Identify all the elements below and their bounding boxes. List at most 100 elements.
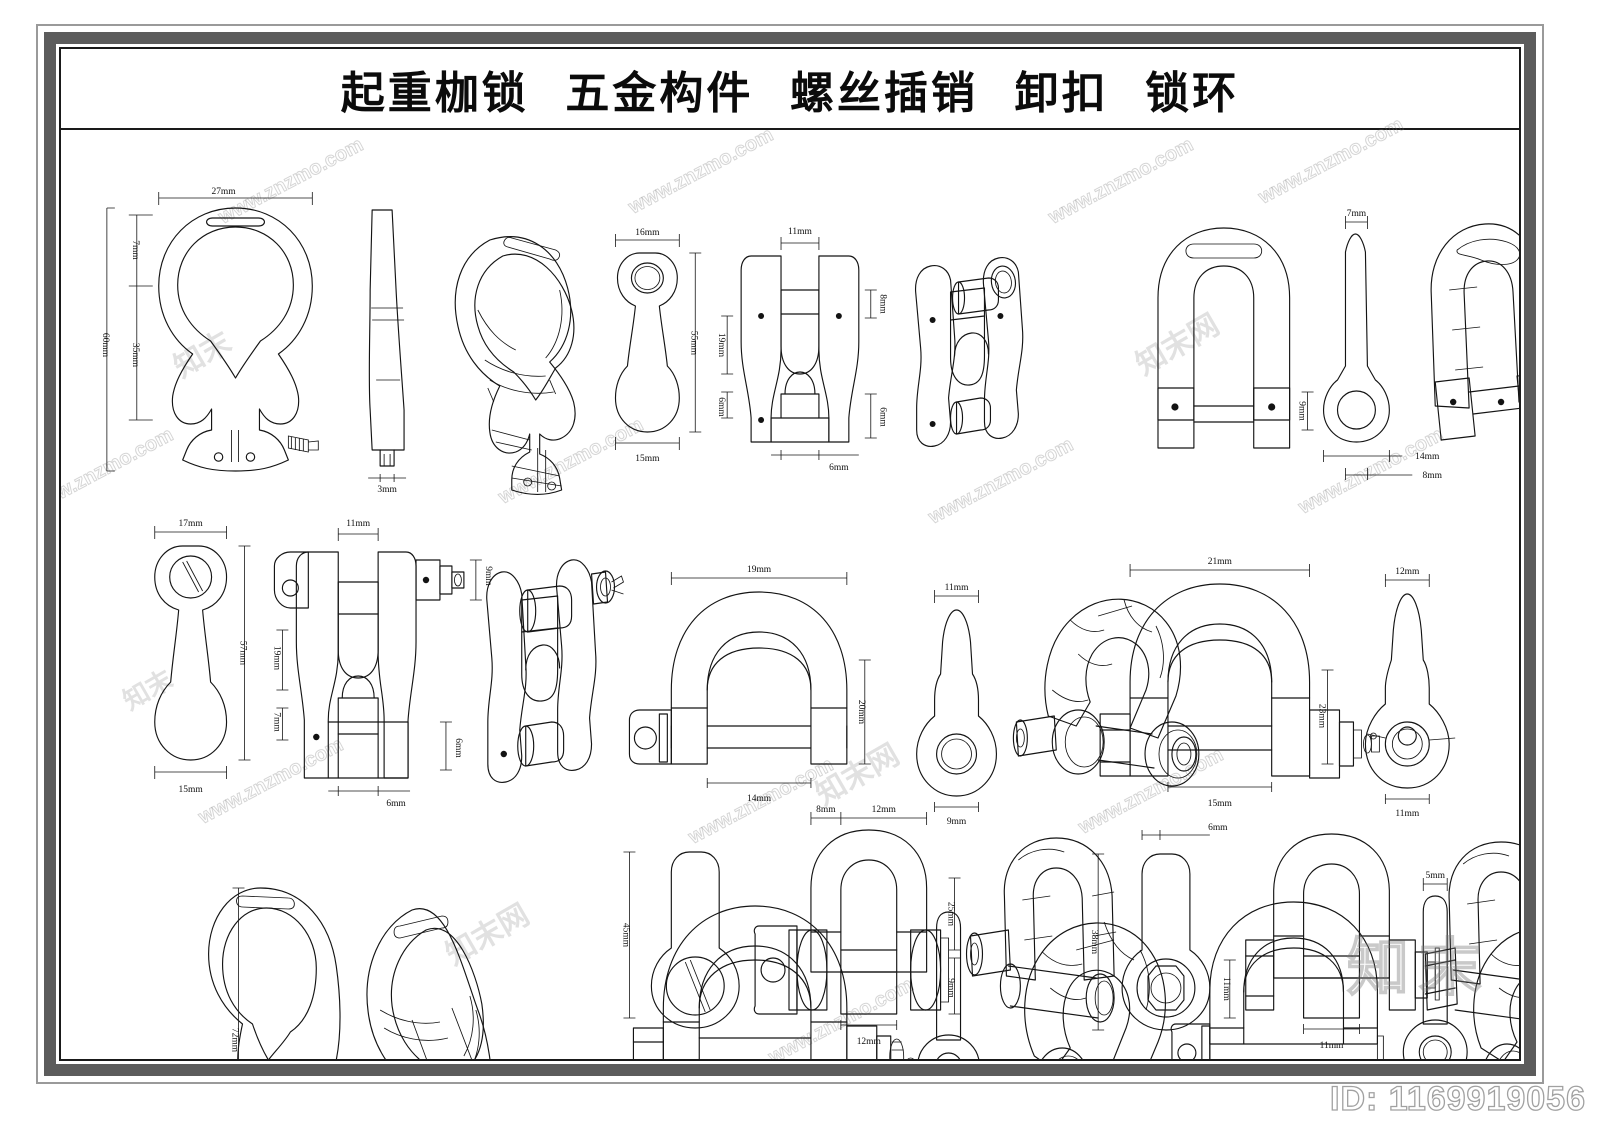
screw-pin-clevis-section-dimensions [276, 528, 482, 796]
dim-25mm: 25mm [946, 902, 956, 927]
bow-shackle-screw-pin-pinview [916, 609, 998, 797]
large-snap-hook-dimensions [232, 887, 245, 1059]
clevis-link-front-dimensions [615, 234, 702, 450]
dim-6mm: 6mm [453, 738, 463, 758]
dim-17mm: 17mm [179, 519, 204, 529]
bow-shackle-screw-pin-pin-dimensions [934, 590, 979, 812]
dim-45mm: 45mm [620, 923, 630, 948]
dim-11mm: 11mm [945, 583, 969, 593]
swivel-hook-side-dimensions [368, 474, 407, 482]
swivel-hook-isometric-view [454, 236, 576, 496]
d-shackle-front-view [1157, 227, 1291, 449]
dim-12mm: 12mm [1395, 567, 1420, 577]
swivel-hook-side-view [368, 209, 405, 467]
dim-60mm: 60mm [100, 333, 110, 358]
dim-14mm: 14mm [1415, 452, 1440, 462]
dim-12mm: 12mm [857, 1037, 882, 1047]
dim-38mm: 38mm [1089, 930, 1099, 955]
drawing-sheet-inner-border: 起重枷锁 五金构件 螺丝插销 卸扣 锁环 www.znzmo.com www.z… [59, 47, 1521, 1061]
dim-19mm: 19mm [747, 565, 772, 575]
dim-27mm: 27mm [211, 187, 236, 197]
dim-9mm: 9mm [1297, 401, 1307, 421]
bow-shackle-roundpin-front-view [1170, 901, 1384, 1059]
screw-pin-clevis-isometric-view [486, 559, 624, 783]
page-title: 起重枷锁 五金构件 螺丝插销 卸扣 锁环 [340, 67, 1240, 119]
dim-11mm: 11mm [1320, 1041, 1344, 1051]
dee-shackle-hexbolt-front-view [1245, 833, 1440, 1019]
bow-shackle-bolt-front-view [1099, 583, 1380, 779]
dim-11mm: 11mm [346, 519, 370, 529]
clevis-link-section-dimensions [721, 237, 877, 460]
dim-9mm: 9mm [483, 566, 493, 586]
dim-5mm: 5mm [1426, 871, 1446, 881]
bow-shackle-roundpin-pinview [1402, 895, 1468, 1059]
dim-15mm: 15mm [635, 454, 660, 464]
dim-8mm: 8mm [1423, 471, 1443, 481]
title-block: 起重枷锁 五金构件 螺丝插销 卸扣 锁环 [61, 49, 1519, 130]
screw-pin-clevis-front-view [154, 545, 228, 761]
dim-3mm: 3mm [377, 485, 397, 495]
bow-shackle-bolt-pinview [1364, 593, 1456, 789]
dee-shackle-hexbolt-pinview [1121, 853, 1211, 1031]
dim-12mm: 12mm [872, 805, 897, 815]
dee-shackle-hexbolt-isometric-view [1424, 841, 1519, 1020]
dee-shackle-front-dimensions [810, 812, 961, 1030]
bow-shackle-roundpin-isometric-view [1473, 931, 1519, 1059]
dim-8mm: 8mm [816, 805, 836, 815]
dim-9mm: 9mm [947, 817, 967, 827]
swivel-hook-front-view [158, 207, 319, 472]
dim-6mm: 6mm [386, 799, 406, 809]
bow-shackle-screw-pin-isometric-view [1012, 598, 1200, 787]
dim-14mm: 14mm [747, 794, 772, 804]
technical-drawings-svg: 27mm 7mm 35mm 60mm 3mm [100, 187, 1519, 1059]
bow-shackle-cotter-isometric-view [1024, 921, 1166, 1059]
image-id-label: ID: 1169919056 [1329, 1079, 1586, 1118]
dim-6mm: 6mm [878, 407, 888, 427]
dim-9mm: 9mm [946, 978, 956, 998]
dee-shackle-pin-dimensions [623, 851, 636, 1019]
dim-7mm: 7mm [271, 712, 281, 732]
dim-35mm: 35mm [130, 343, 140, 368]
clevis-link-front-view [614, 252, 680, 433]
dim-15mm: 15mm [179, 785, 204, 795]
dim-23mm: 23mm [1317, 704, 1327, 729]
bow-shackle-cotter-pinview [907, 911, 980, 1059]
dim-6mm: 6mm [829, 463, 849, 473]
bow-shackle-cotter-front-view [632, 905, 905, 1059]
dim-11mm: 11mm [1395, 809, 1419, 819]
dim-55mm: 55mm [688, 331, 698, 356]
dim-57mm: 57mm [238, 641, 248, 666]
d-shackle-pin-dimensions [1301, 216, 1413, 480]
dim-11mm: 11mm [788, 227, 812, 237]
bow-shackle-bolt-front-dimensions [1129, 564, 1334, 792]
dim-7mm: 7mm [1347, 209, 1367, 219]
large-snap-hook-front-view [208, 887, 341, 1059]
dim-11mm: 11mm [1221, 977, 1231, 1002]
bow-shackle-screw-pin-dimensions [670, 572, 871, 788]
dim-16mm: 16mm [635, 228, 660, 238]
dim-72mm: 72mm [230, 1028, 240, 1053]
dee-shackle-hexbolt-front-dimensions [1303, 1024, 1360, 1034]
dim-19mm: 19mm [271, 646, 281, 671]
d-shackle-isometric-view [1430, 223, 1519, 441]
dim-21mm: 21mm [1208, 557, 1233, 567]
dee-shackle-hexbolt-pin-dimensions [1092, 830, 1236, 1031]
clevis-link-section-view [740, 255, 860, 443]
dim-7mm: 7mm [130, 240, 140, 260]
swivel-hook-dimensions [106, 192, 313, 472]
bow-shackle-roundpin-dimensions [1422, 878, 1448, 891]
screw-pin-clevis-front-dimensions [154, 526, 251, 779]
dim-8mm: 8mm [878, 294, 888, 314]
screw-pin-clevis-section-view [273, 551, 465, 779]
d-shackle-pin-view [1322, 233, 1390, 443]
dim-6mm: 6mm [1208, 823, 1228, 833]
dim-19mm: 19mm [716, 333, 726, 358]
clevis-link-isometric-view [915, 257, 1024, 447]
dee-shackle-screwpin-pinview [650, 851, 740, 1029]
bow-shackle-screw-pin-front-view [628, 591, 848, 765]
dim-20mm: 20mm [856, 700, 866, 725]
drawing-canvas: www.znzmo.com www.znzmo.com www.znzmo.co… [61, 113, 1519, 1059]
dim-15mm: 15mm [1208, 799, 1233, 809]
bow-shackle-bolt-pin-dimensions [1384, 574, 1430, 804]
dee-shackle-screwpin-front-view [753, 829, 949, 1015]
